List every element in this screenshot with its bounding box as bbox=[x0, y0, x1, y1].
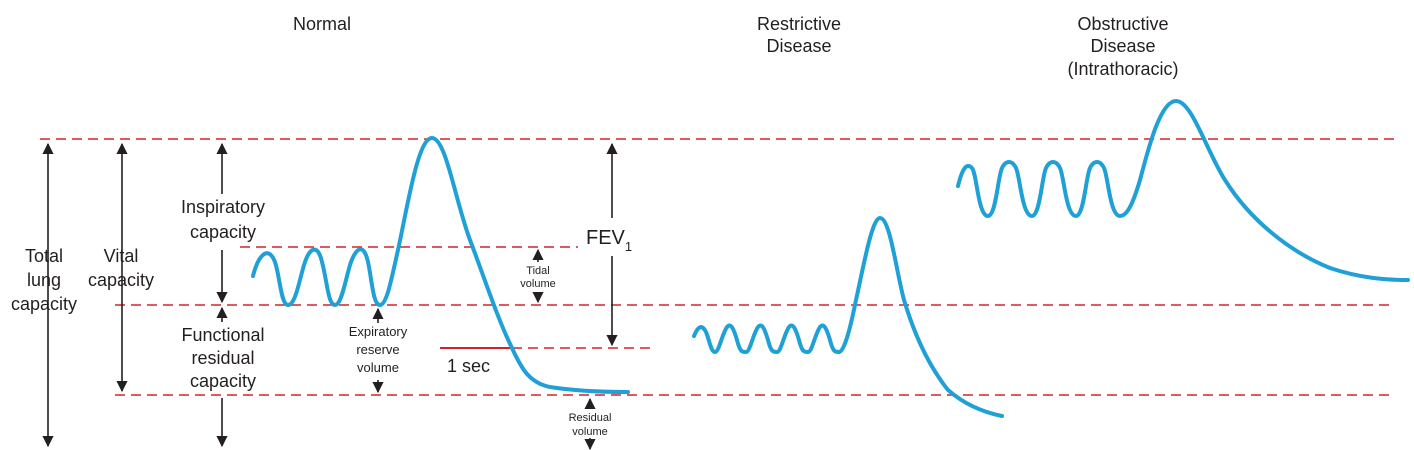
one-second-label: 1 sec bbox=[447, 356, 490, 376]
restrictive-spirometry-curve bbox=[692, 216, 1004, 418]
title-restrictive-line2: Disease bbox=[766, 36, 831, 56]
tidal-volume-label-line1: Tidal bbox=[526, 265, 549, 277]
residual-volume-label-line1: Residual bbox=[569, 412, 612, 424]
erv-label-line3: volume bbox=[357, 360, 399, 375]
total-lung-capacity-label-line3: capacity bbox=[11, 294, 77, 314]
frc-label-line3: capacity bbox=[190, 371, 256, 391]
frc-label-line1: Functional bbox=[181, 325, 264, 345]
title-obstructive-line2: Disease bbox=[1090, 36, 1155, 56]
tidal-volume-label-line2: volume bbox=[520, 278, 555, 290]
inspiratory-capacity-label-line2: capacity bbox=[190, 222, 256, 242]
erv-label-line2: reserve bbox=[356, 342, 399, 357]
title-obstructive-line1: Obstructive bbox=[1077, 14, 1168, 34]
normal-spirometry-curve bbox=[251, 136, 630, 394]
title-obstructive-line3: (Intrathoracic) bbox=[1067, 59, 1178, 79]
fev1-label-subscript: 1 bbox=[625, 239, 632, 254]
residual-volume-label-line2: volume bbox=[572, 426, 607, 438]
fev1-label: FEV1 bbox=[586, 227, 632, 254]
frc-label-line2: residual bbox=[191, 348, 254, 368]
total-lung-capacity-label-line1: Total bbox=[25, 246, 63, 266]
title-normal: Normal bbox=[293, 14, 351, 34]
title-restrictive-line1: Restrictive bbox=[757, 14, 841, 34]
total-lung-capacity-label-line2: lung bbox=[27, 270, 61, 290]
fev1-label-main: FEV bbox=[586, 227, 626, 249]
obstructive-spirometry-curve bbox=[956, 99, 1410, 282]
vital-capacity-label-line1: Vital bbox=[104, 246, 139, 266]
erv-label-line1: Expiratory bbox=[349, 324, 408, 339]
inspiratory-capacity-label-line1: Inspiratory bbox=[181, 197, 265, 217]
vital-capacity-label-line2: capacity bbox=[88, 270, 154, 290]
